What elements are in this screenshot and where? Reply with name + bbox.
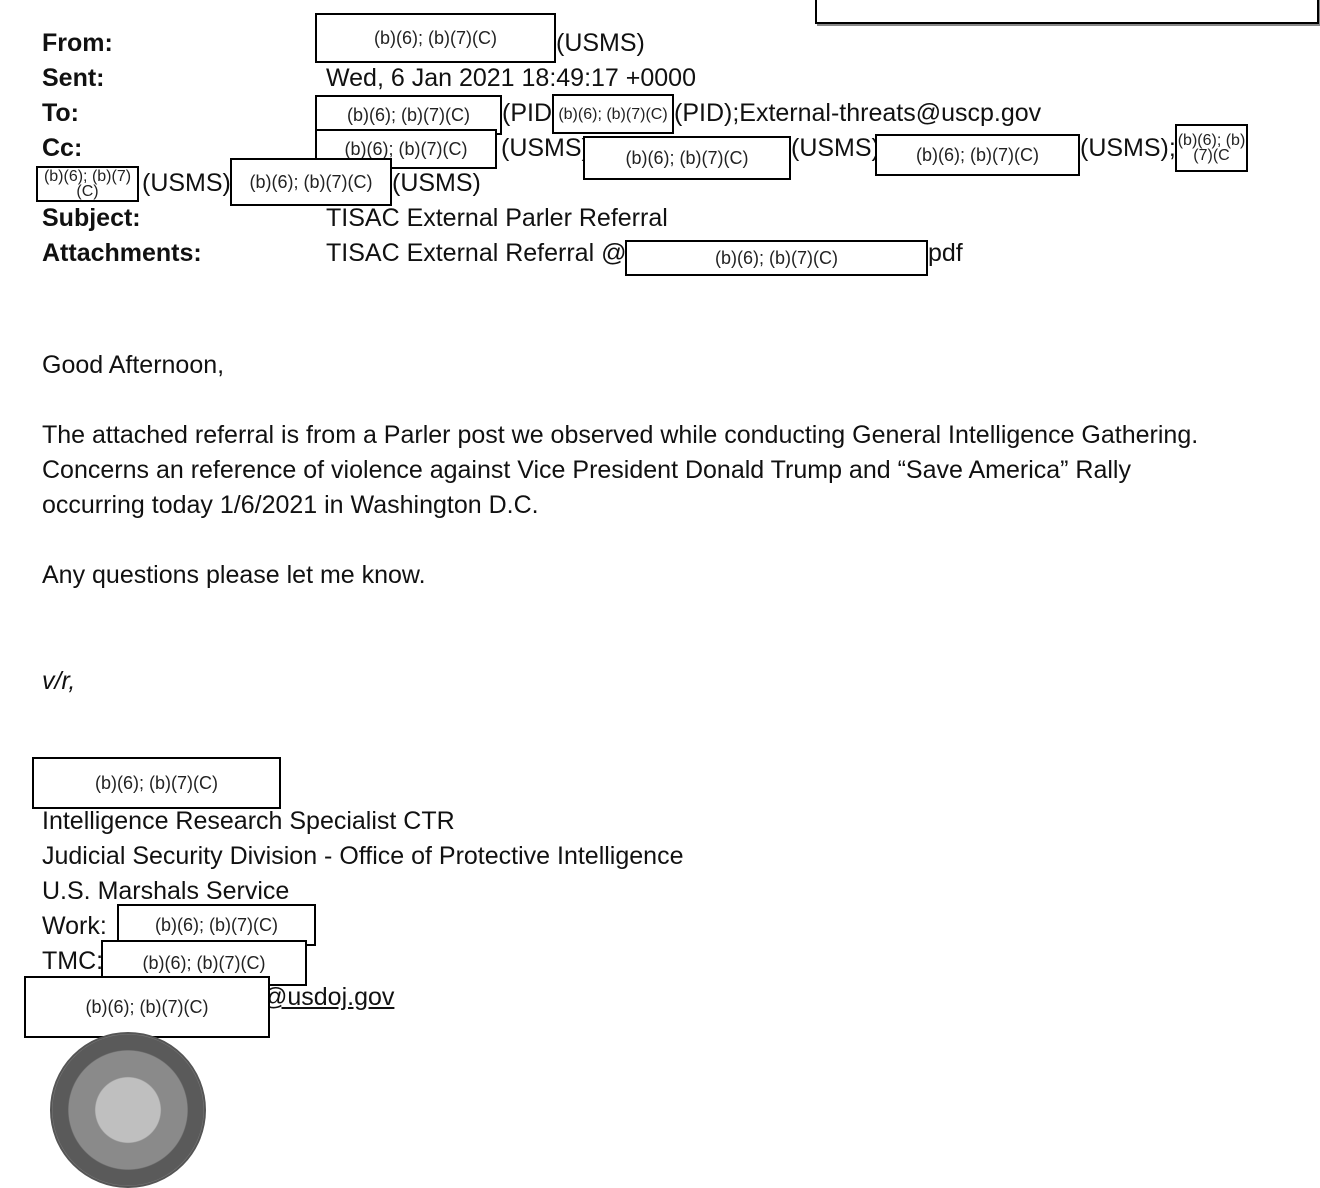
signature-title: Intelligence Research Specialist CTR: [42, 807, 455, 835]
body-paragraph-line: The attached referral is from a Parler p…: [42, 421, 1199, 449]
subject-value: TISAC External Parler Referral: [326, 204, 668, 232]
to-part2: (PID);External-threats@uscp.gov: [674, 99, 1042, 127]
redaction-box: (b)(6); (b)(7)(C): [315, 13, 556, 63]
signature-agency: U.S. Marshals Service: [42, 877, 290, 905]
redaction-box: (b)(6); (b)(7)(C): [315, 95, 502, 135]
redaction-box: (b)(6); (b)(7)(C): [36, 166, 139, 202]
subject-label: Subject:: [42, 204, 141, 232]
to-part1: (PID): [502, 99, 561, 127]
to-label: To:: [42, 99, 80, 127]
redaction-box: (b)(6); (b)(7)(C): [583, 136, 791, 180]
cc-label: Cc:: [42, 134, 83, 162]
cc2-part2: (USMS): [392, 169, 481, 197]
body-paragraph: Any questions please let me know.: [42, 561, 426, 589]
from-suffix: (USMS): [556, 29, 645, 57]
signature-division: Judicial Security Division - Office of P…: [42, 842, 684, 870]
cc-part3: (USMS);: [1080, 134, 1176, 162]
attachments-suffix: pdf: [928, 239, 963, 267]
agency-seal-icon: [50, 1032, 206, 1188]
redaction-box: (b)(6); (b)(7)(C): [117, 904, 316, 946]
redaction-box: (b)(6); (b)(7)(C): [32, 757, 281, 809]
closing: v/r,: [42, 667, 76, 695]
work-label: Work:: [42, 912, 107, 940]
redaction-box: (b)(6); (b)(7)(C): [24, 976, 270, 1038]
cc2-part1: (USMS): [142, 169, 231, 197]
redaction-box: (b)(6); (b)(7)(C): [875, 134, 1080, 176]
body-paragraph-line: occurring today 1/6/2021 in Washington D…: [42, 491, 539, 519]
attachments-prefix: TISAC External Referral @: [326, 239, 627, 267]
greeting: Good Afternoon,: [42, 351, 225, 379]
redaction-box: (b)(6); (b)(7)(C): [552, 94, 674, 134]
attachments-label: Attachments:: [42, 239, 202, 267]
redaction-box-top: [815, 0, 1319, 24]
redaction-box: (b)(6); (b)(7)(C): [625, 240, 928, 276]
cc-part2: (USMS): [791, 134, 880, 162]
body-paragraph-line: Concerns an reference of violence agains…: [42, 456, 1131, 484]
tmc-label: TMC:: [42, 947, 104, 975]
cc-part1: (USMS): [501, 134, 590, 162]
redaction-box: (b)(6); (b)(7)(C): [230, 158, 392, 206]
email-link[interactable]: @usdoj.gov: [262, 983, 395, 1011]
sent-label: Sent:: [42, 64, 105, 92]
from-label: From:: [42, 29, 113, 57]
sent-value: Wed, 6 Jan 2021 18:49:17 +0000: [326, 64, 696, 92]
redaction-box: (b)(6); (b)(7)(C: [1175, 124, 1248, 172]
